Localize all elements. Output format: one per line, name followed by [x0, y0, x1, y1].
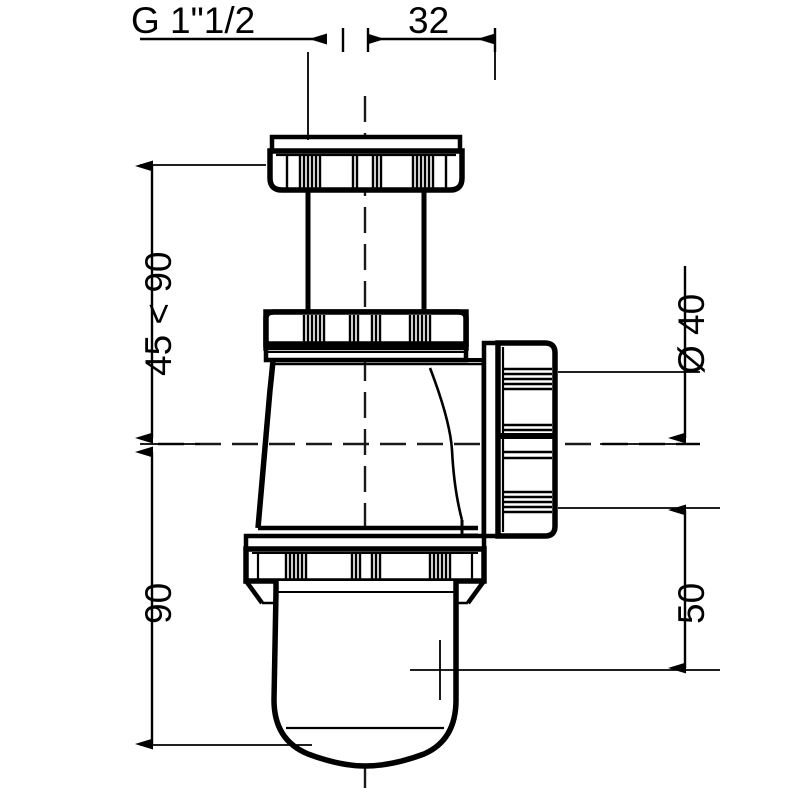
inlet-tube [305, 190, 427, 312]
trap-body-elbow [255, 358, 487, 537]
dim-label-inlet-diameter: 32 [408, 0, 450, 41]
dim-label-adjustable-height: 45 < 90 [138, 251, 179, 376]
middle-union-nut [263, 309, 469, 363]
dim-thread-size [140, 28, 345, 52]
dim-outlet-diameter [558, 266, 700, 445]
dim-label-water-seal-depth: 50 [671, 582, 712, 624]
dim-adjustable-height [135, 160, 266, 445]
dim-label-outlet-diameter: Ø 40 [671, 293, 712, 374]
dim-water-seal-depth [410, 504, 720, 700]
sediment-bowl [271, 581, 459, 769]
dim-bowl-depth [135, 446, 312, 750]
side-outlet-cap [481, 340, 558, 539]
dim-label-thread-size: G 1"1/2 [131, 0, 256, 41]
top-collar-nut [267, 134, 465, 193]
dim-label-bowl-depth: 90 [138, 582, 179, 624]
dim-inlet-diameter [307, 28, 497, 140]
